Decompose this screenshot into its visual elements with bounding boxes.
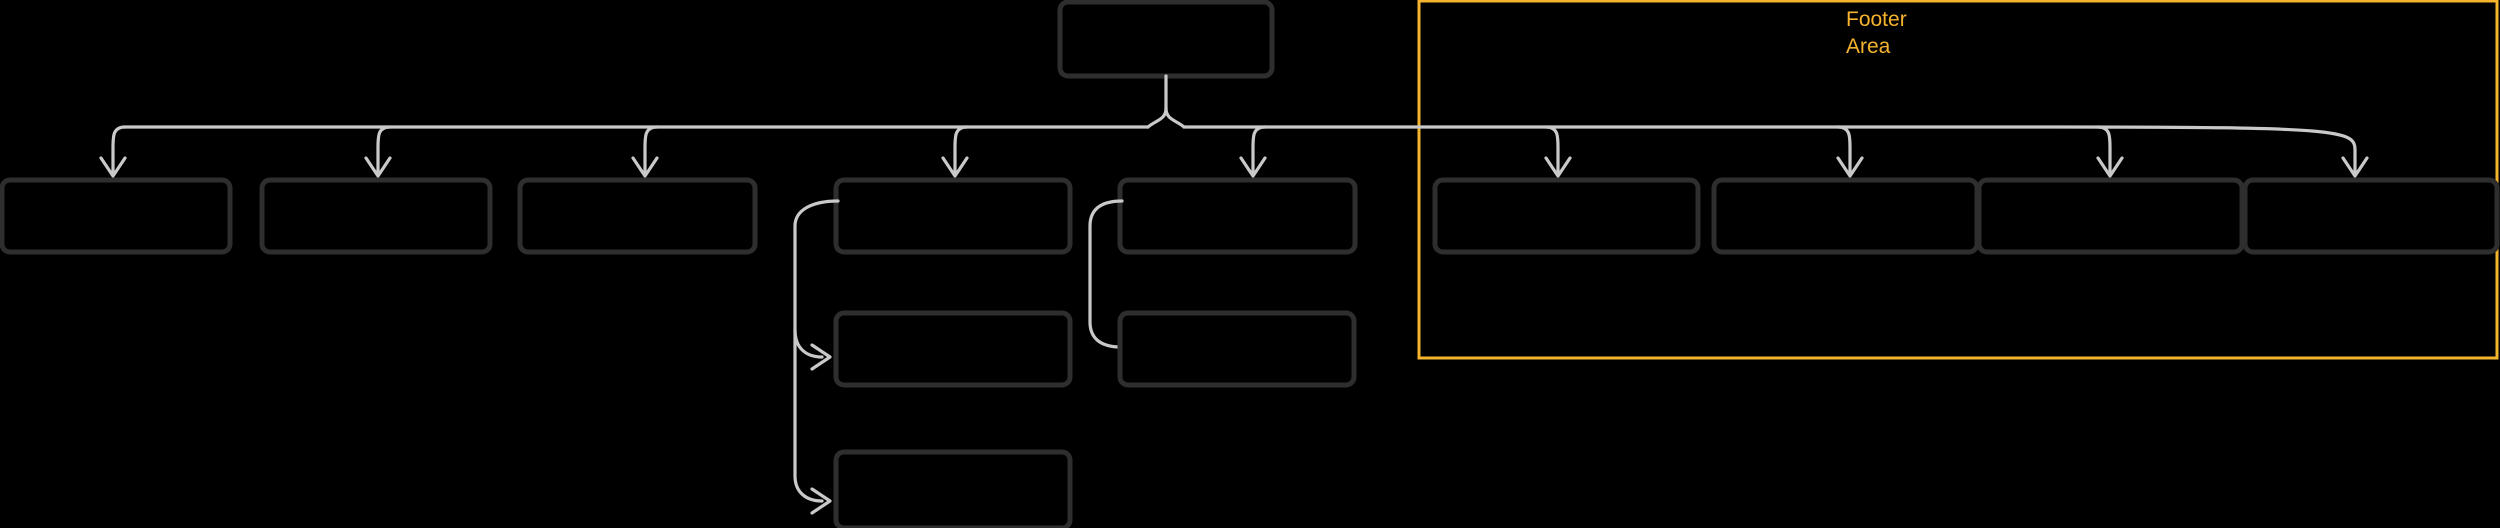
- node-l2-3-box: [1117, 310, 1357, 388]
- node-l1-7[interactable]: [1711, 177, 1980, 255]
- arrow-head-node-l1-4: [941, 156, 969, 178]
- node-l1-3[interactable]: [517, 177, 758, 255]
- arrow-head-node-l1-8: [2096, 156, 2124, 178]
- branch-left-spine: [793, 199, 840, 503]
- node-l2-1[interactable]: [833, 310, 1073, 388]
- arrow-head-node-l1-3: [631, 156, 659, 178]
- level1-nodes: [0, 177, 2500, 255]
- arrow-to-node-l1-4: [953, 125, 969, 174]
- footer-area-border: [1417, 0, 2499, 360]
- branch-left-arrow-head-2: [810, 487, 832, 515]
- trunk-connector: [123, 74, 2060, 129]
- node-l1-4-box: [833, 177, 1073, 255]
- node-l2-1-box: [833, 310, 1073, 388]
- arrow-to-node-l1-1: [111, 125, 127, 174]
- node-l1-6-box: [1432, 177, 1701, 255]
- arrow-to-node-l1-7: [1836, 125, 1852, 174]
- arrow-head-node-l1-5: [1239, 156, 1267, 178]
- node-l2-2[interactable]: [833, 449, 1073, 528]
- node-l1-1[interactable]: [0, 177, 233, 255]
- node-l2-3[interactable]: [1117, 310, 1357, 388]
- node-l1-8-box: [1976, 177, 2245, 255]
- node-l1-6[interactable]: [1432, 177, 1701, 255]
- arrow-to-node-l1-3: [643, 125, 659, 174]
- arrow-head-node-l1-1: [99, 156, 127, 178]
- branch-left-connectors: [793, 199, 840, 515]
- branch-right-connectors: [1088, 199, 1124, 349]
- arrow-head-node-l1-6: [1544, 156, 1572, 178]
- footer-area-group[interactable]: Footer Area: [1417, 0, 2499, 360]
- node-l1-9[interactable]: [2242, 177, 2500, 255]
- trunk-fork-right: [1164, 106, 1186, 129]
- branch-left-nodes: [833, 310, 1073, 528]
- branch-left-tap-1: [793, 328, 824, 359]
- branch-left-arrow-head-1: [810, 343, 832, 371]
- node-l1-1-box: [0, 177, 233, 255]
- branch-right-spine: [1088, 199, 1124, 349]
- node-l1-5[interactable]: [1117, 177, 1358, 255]
- arrow-to-node-l1-6: [1544, 125, 1560, 174]
- arrow-head-node-l1-2: [364, 156, 392, 178]
- node-l1-3-box: [517, 177, 758, 255]
- node-l1-7-box: [1711, 177, 1980, 255]
- branch-right-nodes: [1117, 310, 1357, 388]
- arrow-to-node-l1-9: [2056, 125, 2357, 174]
- level1-arrows: [99, 125, 2369, 178]
- node-l1-2[interactable]: [259, 177, 493, 255]
- arrow-to-node-l1-5: [1251, 125, 1267, 174]
- root-node-box: [1057, 0, 1275, 79]
- node-l1-5-box: [1117, 177, 1358, 255]
- arrow-head-node-l1-7: [1836, 156, 1864, 178]
- arrow-to-node-l1-2: [376, 125, 392, 174]
- node-l1-4[interactable]: [833, 177, 1073, 255]
- node-l1-8[interactable]: [1976, 177, 2245, 255]
- trunk-fork-left: [1146, 106, 1168, 129]
- root-node[interactable]: [1057, 0, 1275, 79]
- footer-area-label-line2: Area: [1846, 35, 1891, 58]
- arrow-head-node-l1-9: [2341, 156, 2369, 178]
- node-l1-9-box: [2242, 177, 2500, 255]
- node-l1-2-box: [259, 177, 493, 255]
- footer-area-label-line1: Footer: [1846, 8, 1907, 31]
- node-l2-2-box: [833, 449, 1073, 528]
